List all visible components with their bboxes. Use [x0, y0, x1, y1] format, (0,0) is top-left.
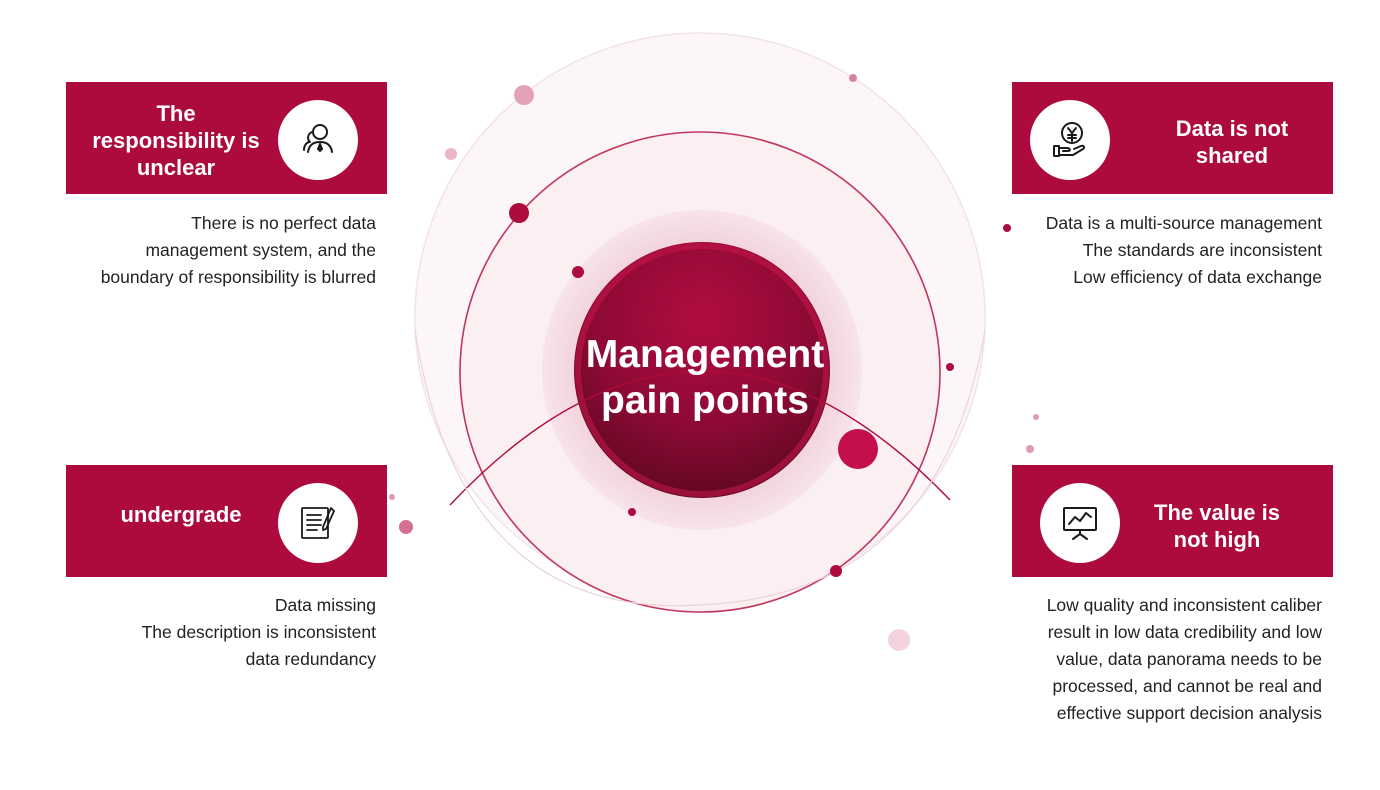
title-line: shared: [1195, 143, 1269, 168]
title-line: The value is: [1154, 500, 1280, 525]
desc-line: processed, and cannot be real and: [1052, 676, 1323, 696]
box-undergrade: undergrade: [66, 465, 387, 577]
document-pen-icon: [301, 507, 335, 539]
center-title: Management pain points: [555, 332, 855, 424]
title-line: responsibility is: [92, 128, 260, 153]
center-title-line-2: pain points: [601, 379, 809, 422]
desc-line: Data is a multi-source management: [1045, 213, 1322, 233]
box-value-not-high: The value is not high: [1012, 465, 1333, 577]
center-title-line-1: Management: [585, 333, 825, 376]
core-circle: [574, 242, 830, 498]
decor-dot: [445, 148, 457, 160]
desc-line: value, data panorama needs to be: [1056, 649, 1322, 669]
yen-hand-icon-circle: [1030, 100, 1110, 180]
box-data-not-shared: Data is not shared: [1012, 82, 1333, 194]
decor-dot: [946, 363, 954, 371]
desc-value-not-high: Low quality and inconsistent caliber res…: [992, 592, 1322, 727]
decor-dot: [572, 266, 584, 278]
document-icon-circle: [278, 483, 358, 563]
title-line: Data is not: [1175, 116, 1289, 141]
box-title-data-not-shared: Data is not shared: [1142, 115, 1322, 169]
desc-line: Low efficiency of data exchange: [1073, 267, 1322, 287]
box-responsibility-unclear: The responsibility is unclear: [66, 82, 387, 194]
decor-dot: [1026, 445, 1034, 453]
core-ring: [575, 243, 829, 497]
faint-ellipse-arc: [414, 329, 986, 607]
box-title-undergrade: undergrade: [86, 501, 276, 528]
decor-dot: [830, 565, 842, 577]
bullet-dot: [1003, 224, 1011, 232]
desc-line: Low quality and inconsistent caliber: [1046, 595, 1322, 615]
people-icon: [303, 124, 333, 153]
desc-responsibility: There is no perfect data management syst…: [66, 210, 376, 291]
box-title-value-not-high: The value is not high: [1132, 499, 1302, 553]
desc-undergrade: Data missing The description is inconsis…: [66, 592, 376, 673]
decor-dot: [399, 520, 413, 534]
desc-line: boundary of responsibility is blurred: [100, 267, 376, 287]
decor-dot: [888, 629, 910, 651]
title-line: not high: [1173, 527, 1261, 552]
decor-dot: [514, 85, 534, 105]
people-icon-circle: [278, 100, 358, 180]
desc-line: The standards are inconsistent: [1082, 240, 1322, 260]
desc-line: Data missing: [274, 595, 376, 615]
yen-hand-icon: [1053, 122, 1086, 157]
desc-line: effective support decision analysis: [1056, 703, 1322, 723]
presentation-icon-circle: [1040, 483, 1120, 563]
decor-dot: [838, 429, 878, 469]
title-line: unclear: [136, 155, 216, 180]
title-line: undergrade: [120, 502, 242, 527]
lower-arc: [449, 370, 951, 506]
decor-dot: [389, 494, 395, 500]
box-title-responsibility: The responsibility is unclear: [66, 100, 286, 181]
desc-line: The description is inconsistent: [141, 622, 376, 642]
decor-dot: [849, 74, 857, 82]
decor-dot: [1033, 414, 1039, 420]
desc-line: result in low data credibility and low: [1047, 622, 1322, 642]
desc-line: management system, and the: [145, 240, 376, 260]
desc-line: data redundancy: [245, 649, 376, 669]
presentation-chart-icon: [1063, 507, 1097, 540]
decor-dot: [628, 508, 636, 516]
title-line: The: [156, 101, 196, 126]
desc-line: There is no perfect data: [191, 213, 376, 233]
decor-dot: [509, 203, 529, 223]
desc-data-not-shared: Data is a multi-source management The st…: [1012, 210, 1322, 291]
